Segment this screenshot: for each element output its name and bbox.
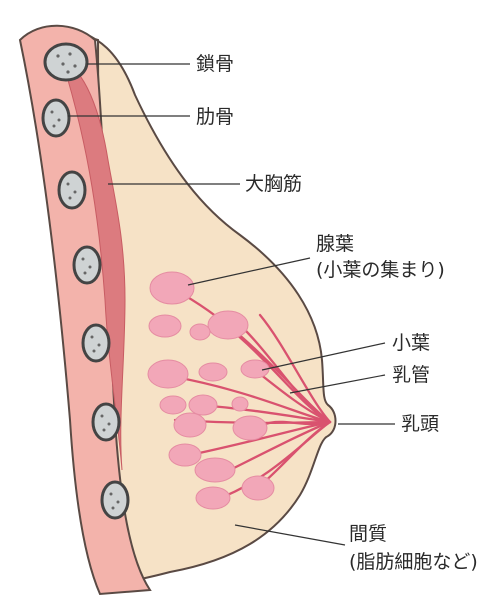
label-clavicle: 鎖骨 (196, 53, 235, 75)
leader-lines (68, 63, 395, 546)
label-stroma-note: (脂肪細胞など) (349, 551, 478, 573)
breast-tissue (59, 27, 337, 590)
label-stroma: 間質 (349, 523, 388, 545)
label-pectoralis-major: 大胸筋 (245, 173, 303, 195)
clavicle-bone (43, 42, 89, 82)
label-nipple: 乳頭 (401, 413, 440, 435)
label-mammary-gland: 腺葉 (316, 233, 355, 255)
label-lobule: 小葉 (392, 332, 431, 354)
label-rib: 肋骨 (196, 106, 235, 128)
label-milk-duct: 乳管 (392, 364, 431, 386)
chest-wall (18, 24, 152, 596)
rib-bones (41, 98, 130, 520)
lobules (147, 271, 275, 510)
label-mammary-gland-note: (小葉の集まり) (316, 259, 445, 281)
milk-ducts (163, 288, 332, 502)
